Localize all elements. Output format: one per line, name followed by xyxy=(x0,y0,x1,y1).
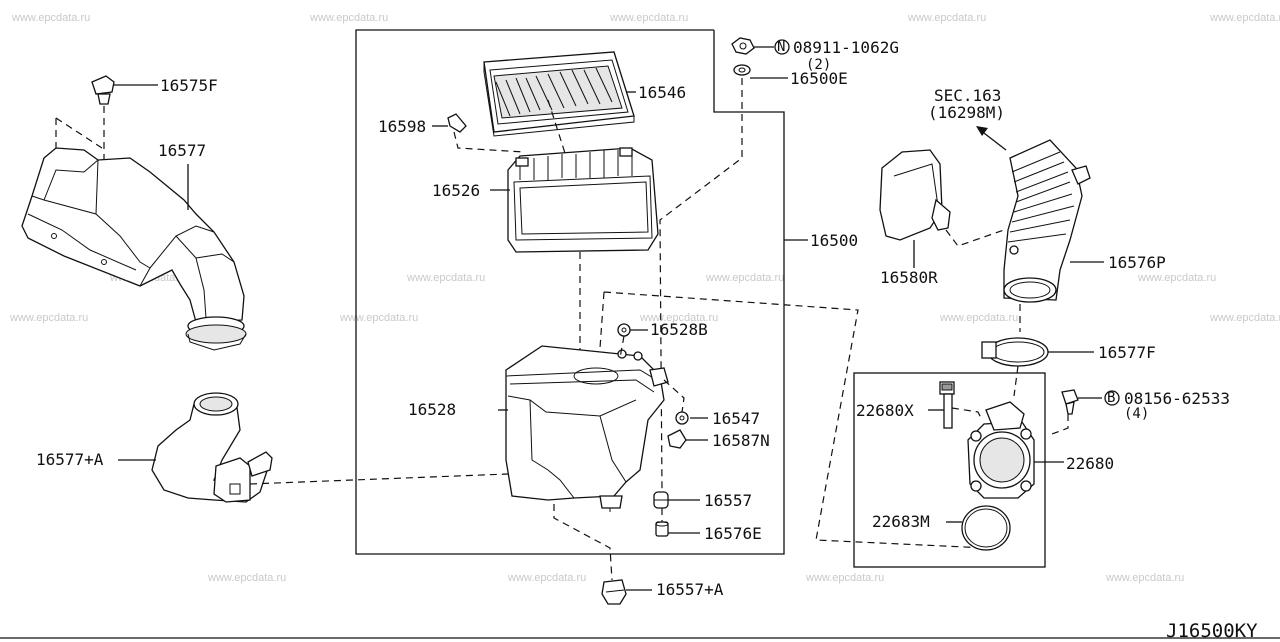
watermark: www.epcdata.ru xyxy=(407,272,486,284)
washer-16500E xyxy=(733,64,751,76)
bolt-08156 xyxy=(1061,389,1079,415)
watermark: www.epcdata.ru xyxy=(508,572,587,584)
label-16576E[interactable]: 16576E xyxy=(704,524,762,543)
lower-case-16528 xyxy=(505,345,669,512)
watermark: www.epcdata.ru xyxy=(10,312,89,324)
air-duct-16577 xyxy=(21,147,247,351)
filter-element-16546 xyxy=(483,51,635,137)
bellows-hose-16576P xyxy=(1003,139,1091,303)
sensor-22680X xyxy=(939,381,955,429)
diagram-reference: J16500KY xyxy=(1166,620,1258,642)
watermark: www.epcdata.ru xyxy=(1210,312,1280,324)
air-flow-meter-22680 xyxy=(967,401,1035,499)
grommet-16557 xyxy=(653,491,669,509)
upper-case-16526 xyxy=(507,147,659,253)
nut-symbol: N xyxy=(777,39,786,55)
bolt-symbol: B xyxy=(1107,390,1116,406)
nut-symbol-circle xyxy=(774,39,790,55)
label-16547[interactable]: 16547 xyxy=(712,409,761,428)
label-08156-qty: (4) xyxy=(1124,406,1150,422)
watermark: www.epcdata.ru xyxy=(806,572,885,584)
label-08911[interactable]: 08911-1062G xyxy=(793,38,899,57)
resonator-16580R xyxy=(879,149,951,241)
label-16576P[interactable]: 16576P xyxy=(1108,253,1166,272)
label-16557[interactable]: 16557 xyxy=(704,491,753,510)
label-16528B[interactable]: 16528B xyxy=(650,320,708,339)
label-sec163[interactable]: SEC.163 xyxy=(934,86,1002,105)
grommet-16547 xyxy=(675,411,689,425)
label-22680X[interactable]: 22680X xyxy=(856,401,914,420)
label-16577[interactable]: 16577 xyxy=(158,141,207,160)
pin-16587N xyxy=(667,429,687,449)
label-16577A[interactable]: 16577+A xyxy=(36,450,104,469)
label-16587N[interactable]: 16587N xyxy=(712,431,770,450)
label-16526[interactable]: 16526 xyxy=(432,181,481,200)
label-16557A[interactable]: 16557+A xyxy=(656,580,724,599)
label-22683M[interactable]: 22683M xyxy=(872,512,930,531)
bolt-symbol-circle xyxy=(1104,390,1120,406)
watermark: www.epcdata.ru xyxy=(908,12,987,24)
label-16500[interactable]: 16500 xyxy=(810,231,859,250)
watermark: www.epcdata.ru xyxy=(340,312,419,324)
label-08911-qty: (2) xyxy=(806,57,832,73)
label-16598[interactable]: 16598 xyxy=(378,117,427,136)
label-16575F[interactable]: 16575F xyxy=(160,76,218,95)
watermark: www.epcdata.ru xyxy=(640,312,719,324)
label-16500E[interactable]: 16500E xyxy=(790,69,848,88)
direction-arrow xyxy=(979,129,1007,151)
hose-clamp-16577F xyxy=(981,337,1049,367)
watermark: www.epcdata.ru xyxy=(1106,572,1185,584)
watermark: www.epcdata.ru xyxy=(706,272,785,284)
watermark: www.epcdata.ru xyxy=(1210,12,1280,24)
assembly-frame-22680 xyxy=(853,372,1046,568)
assembly-frame-16500 xyxy=(355,29,785,555)
drain-valve-16557A xyxy=(601,579,627,605)
watermark: www.epcdata.ru xyxy=(310,12,389,24)
watermark: www.epcdata.ru xyxy=(610,12,689,24)
watermark: www.epcdata.ru xyxy=(940,312,1019,324)
label-16546[interactable]: 16546 xyxy=(638,83,687,102)
watermark: www.epcdata.ru xyxy=(208,572,287,584)
spacer-16576E xyxy=(655,521,669,537)
clip-16575F xyxy=(91,75,115,105)
watermark: www.epcdata.ru xyxy=(1138,272,1217,284)
label-sec163-sub: (16298M) xyxy=(928,103,1006,122)
label-16577F[interactable]: 16577F xyxy=(1098,343,1156,362)
arrow-head xyxy=(976,126,988,136)
label-16580R[interactable]: 16580R xyxy=(880,268,938,287)
nut-08911 xyxy=(731,37,755,55)
watermark: www.epcdata.ru xyxy=(12,12,91,24)
label-16528[interactable]: 16528 xyxy=(408,400,457,419)
grommet-16528B xyxy=(617,323,631,337)
o-ring-22683M xyxy=(961,505,1011,551)
elbow-duct-16577A xyxy=(151,392,273,503)
label-08156[interactable]: 08156-62533 xyxy=(1124,389,1230,408)
label-22680[interactable]: 22680 xyxy=(1066,454,1115,473)
clip-16598 xyxy=(447,113,467,133)
